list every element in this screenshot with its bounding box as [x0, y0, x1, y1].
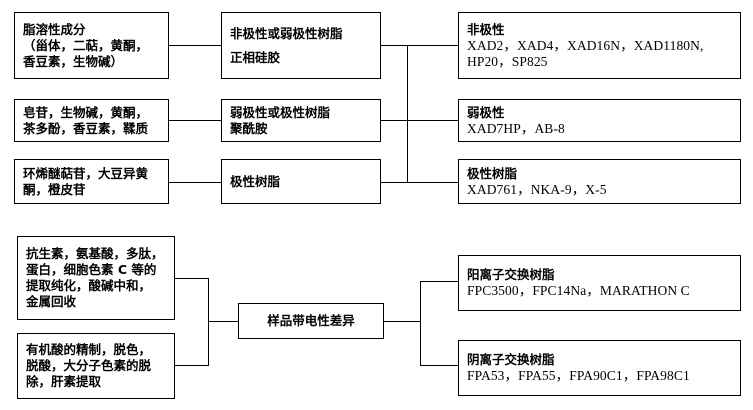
node-anion-exchange-resin[interactable]: 阴离子交换树脂 FPA53，FPA55，FPA90C1，FPA98C1 — [458, 340, 741, 396]
node-text-line: 皂苷，生物碱，黄酮， — [23, 104, 149, 120]
connector-right-bus-to-cation — [420, 281, 458, 282]
node-nonpolar-products[interactable]: 非极性 XAD2，XAD4，XAD16N，XAD1180N, HP20，SP82… — [458, 12, 741, 79]
node-weakpolar-polar-resin[interactable]: 弱极性或极性树脂 聚酰胺 — [221, 99, 381, 142]
connector-right-bus-to-anion — [420, 365, 458, 366]
connector-row1-source-to-method — [168, 45, 221, 46]
node-text-line: 抗生素，氨基酸，多肽， — [26, 246, 164, 261]
connector-bus-to-row2-product — [407, 120, 458, 121]
node-lipophilic-components[interactable]: 脂溶性成分 （甾体，二萜，黄酮， 香豆素，生物碱） — [14, 12, 169, 79]
node-text-line: （甾体，二萜，黄酮， — [23, 37, 149, 53]
node-text-line: 弱极性 — [467, 104, 505, 120]
node-text-line: 蛋白，细胞色素 C 等的 — [26, 262, 157, 277]
connector-bus-to-row1-product — [407, 45, 458, 46]
connector-source1-to-left-bus — [175, 278, 208, 279]
connector-left-vertical-bus — [208, 278, 209, 366]
node-text-line: 环烯醚萜苷，大豆异黄 — [23, 165, 149, 181]
node-text-line: FPC3500，FPC14Na，MARATHON C — [467, 283, 690, 298]
node-text-line: 非极性或弱极性树脂 — [230, 25, 343, 41]
node-text-line: 弱极性或极性树脂 — [230, 104, 331, 120]
node-text-line: XAD761，NKA-9，X-5 — [467, 181, 607, 197]
node-text-line: 茶多酚，香豆素，鞣质 — [23, 120, 149, 136]
node-text-line: FPA53，FPA55，FPA90C1，FPA98C1 — [467, 368, 690, 383]
node-polar-resin[interactable]: 极性树脂 — [221, 159, 381, 204]
node-cation-exchange-resin[interactable]: 阳离子交换树脂 FPC3500，FPC14Na，MARATHON C — [458, 255, 741, 311]
node-organic-acid-refining[interactable]: 有机酸的精制，脱色， 脱酸，大分子色素的脱 除，肝素提取 — [17, 333, 175, 399]
node-saponins-alkaloids[interactable]: 皂苷，生物碱，黄酮， 茶多酚，香豆素，鞣质 — [14, 99, 169, 142]
node-nonpolar-weakpolar-resin[interactable]: 非极性或弱极性树脂 正相硅胶 — [221, 12, 381, 79]
node-text-line: 极性树脂 — [467, 165, 518, 181]
connector-hub-to-right-bus — [384, 321, 420, 322]
connector-left-bus-to-hub — [208, 321, 238, 322]
node-iridoid-glycosides[interactable]: 环烯醚萜苷，大豆异黄 酮，橙皮苷 — [14, 159, 169, 204]
connector-vertical-bus-top — [407, 45, 408, 183]
node-text-line: 聚酰胺 — [230, 120, 268, 136]
node-text-line: 阳离子交换树脂 — [467, 267, 555, 282]
node-text-line: 酮，橙皮苷 — [23, 181, 86, 197]
node-antibiotics-aminoacids[interactable]: 抗生素，氨基酸，多肽， 蛋白，细胞色素 C 等的 提取纯化，酸碱中和， 金属回收 — [17, 236, 175, 320]
connector-right-vertical-bus — [420, 281, 421, 366]
node-text-line: 脱酸，大分子色素的脱 — [26, 358, 152, 373]
node-text-line: 极性树脂 — [230, 173, 281, 189]
node-text-line: 非极性 — [467, 21, 505, 37]
node-text-line: 阴离子交换树脂 — [467, 352, 555, 367]
node-text-line: 提取纯化，酸碱中和， — [26, 278, 152, 293]
node-polar-products[interactable]: 极性树脂 XAD761，NKA-9，X-5 — [458, 159, 741, 204]
connector-row2-method-to-bus — [380, 120, 407, 121]
node-charge-difference[interactable]: 样品带电性差异 — [238, 303, 384, 339]
connector-source2-to-left-bus — [175, 365, 208, 366]
node-text-line: 除，肝素提取 — [26, 374, 102, 389]
node-text-line: 正相硅胶 — [230, 49, 281, 65]
node-text-line: HP20，SP825 — [467, 53, 548, 69]
node-text-line: 有机酸的精制，脱色， — [26, 342, 152, 357]
connector-row2-source-to-method — [168, 120, 221, 121]
node-weakpolar-products[interactable]: 弱极性 XAD7HP，AB-8 — [458, 99, 741, 142]
node-text-line: 脂溶性成分 — [23, 21, 86, 37]
node-text-line: XAD2，XAD4，XAD16N，XAD1180N, — [467, 37, 704, 53]
connector-row1-method-to-bus — [380, 45, 407, 46]
node-text-line: XAD7HP，AB-8 — [467, 120, 565, 136]
node-text-line: 金属回收 — [26, 294, 77, 309]
connector-bus-to-row3-product — [407, 182, 458, 183]
node-text-line: 样品带电性差异 — [267, 313, 355, 328]
connector-row3-source-to-method — [168, 182, 221, 183]
node-text-line: 香豆素，生物碱） — [23, 53, 124, 69]
connector-row3-method-to-bus — [380, 182, 407, 183]
